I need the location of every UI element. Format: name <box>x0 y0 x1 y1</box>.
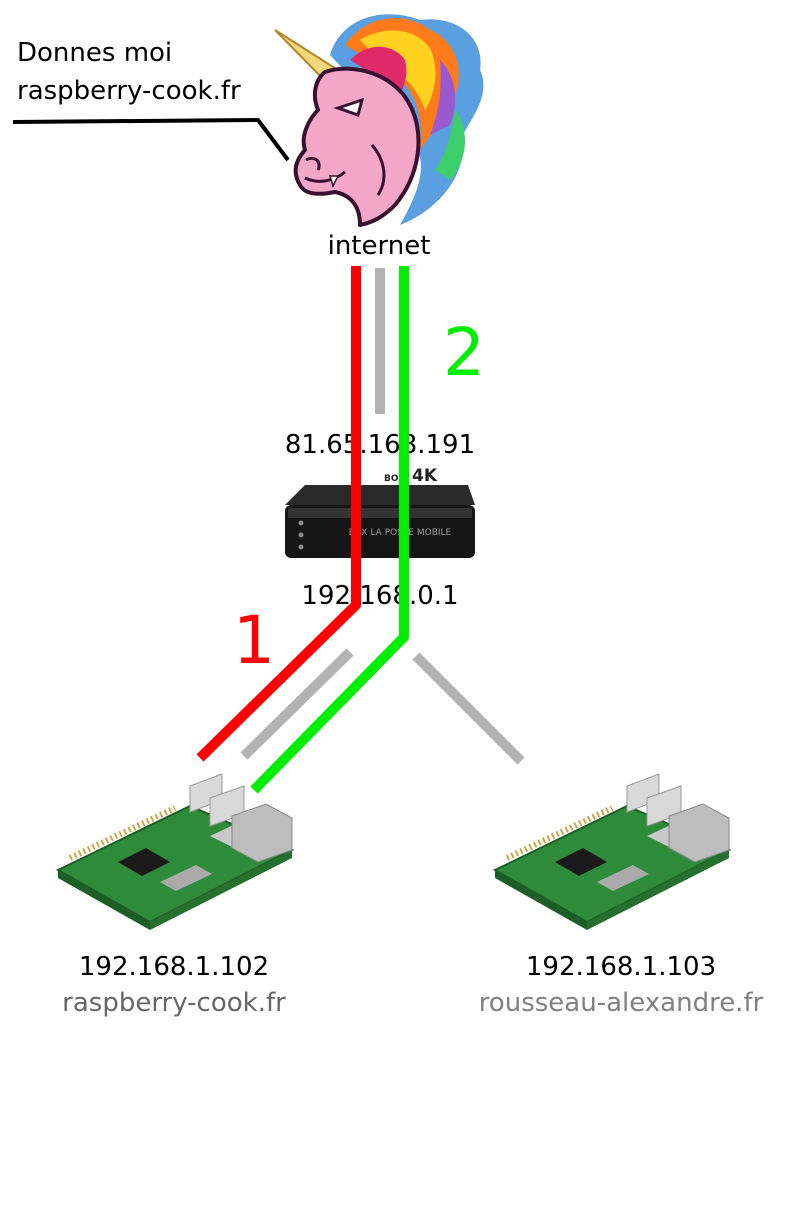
pi-left-ip: 192.168.1.102 <box>79 952 269 982</box>
unicorn-head-icon <box>274 14 484 227</box>
pi-right-domain: rousseau-alexandre.fr <box>479 988 764 1018</box>
raspberry-pi-left-icon <box>55 773 295 930</box>
link-router-pi-right <box>412 652 525 765</box>
router-brand-big: 4K <box>412 466 438 486</box>
router-wan-ip: 81.65.168.191 <box>285 430 475 460</box>
router-brand-small: BOX <box>384 474 405 484</box>
request-path <box>196 266 361 762</box>
raspberry-pi-right-icon <box>492 773 732 930</box>
speech-line-1: Donnes moi <box>17 38 172 68</box>
router-lan-ip: 192.168.0.1 <box>301 581 458 611</box>
speech-line-2: raspberry-cook.fr <box>17 76 241 106</box>
step-2-label: 2 <box>443 314 485 391</box>
set-top-box-icon: BOX LA POSTE MOBILE BOX 4K <box>285 466 475 558</box>
pi-right-ip: 192.168.1.103 <box>526 952 716 982</box>
pi-left-domain: raspberry-cook.fr <box>62 988 286 1018</box>
internet-label: internet <box>328 231 431 261</box>
link-router-pi-left <box>240 648 354 760</box>
speech-pointer-line <box>12 117 290 162</box>
response-path <box>250 266 409 794</box>
step-1-label: 1 <box>233 602 275 679</box>
